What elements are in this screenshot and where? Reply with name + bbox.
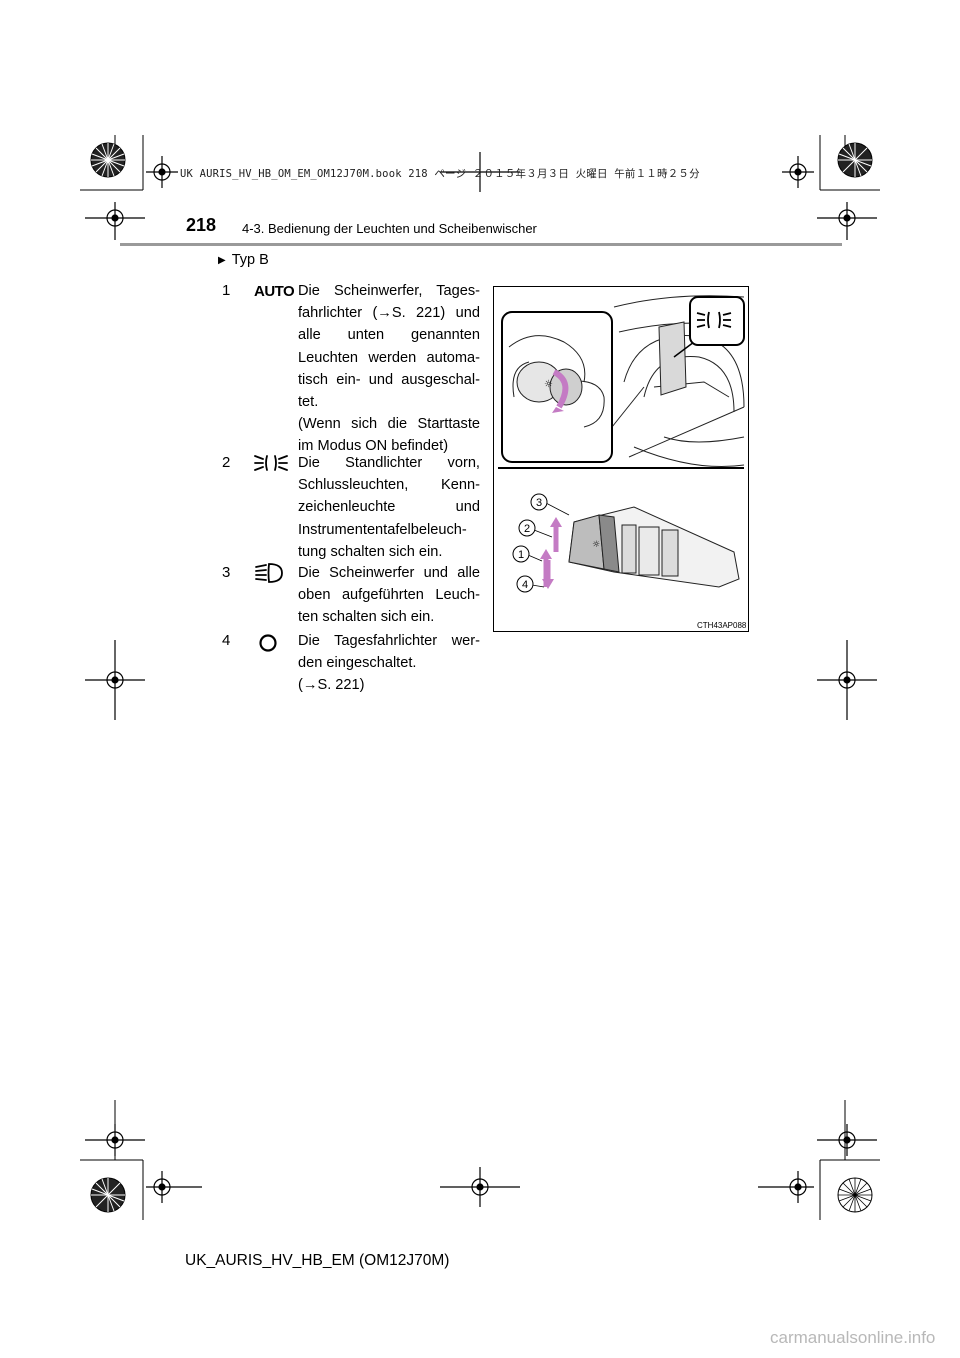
item-number-2: 2 (222, 454, 231, 471)
page-number: 218 (186, 215, 217, 235)
item-number-4: 4 (222, 632, 231, 649)
auto-text-icon: AUTO (254, 283, 295, 300)
item-number-3: 3 (222, 564, 231, 581)
item-description-3: Die Scheinwerfer und alle oben aufgeführ… (298, 565, 480, 626)
section-title: 4-3. Bedienung der Leuchten und Scheiben… (242, 221, 537, 236)
callout-2: 2 (524, 523, 530, 535)
type-heading: ▶ Typ B (218, 252, 269, 268)
callout-1: 1 (518, 549, 524, 561)
off-circle-icon (259, 634, 277, 652)
watermark: carmanualsonline.info (770, 1328, 936, 1347)
print-info: UK AURIS_HV_HB_OM_EM_OM12J70M.book 218 ペ… (180, 168, 700, 180)
callout-3: 3 (536, 497, 542, 509)
item-description-1: Die Scheinwerfer, Tages- fahrlichter (→S… (298, 283, 480, 455)
light-switch-illustration: ☼ ☼ 3 2 1 4 (493, 286, 749, 632)
headlight-icon (255, 563, 283, 583)
figure-caption: CTH43AP088 (697, 621, 747, 630)
side-lights-icon (254, 455, 288, 471)
callout-4: 4 (522, 579, 528, 591)
footer-code: UK_AURIS_HV_HB_EM (OM12J70M) (185, 1252, 450, 1269)
illustration-drawing: ☼ ☼ 3 2 1 4 (498, 295, 745, 593)
item-description-4: Die Tagesfahrlichter wer- den eingeschal… (298, 633, 480, 694)
item-number-1: 1 (222, 282, 231, 299)
item-description-2: Die Standlichter vorn, Schlussleuchten, … (298, 455, 480, 560)
svg-text:☼: ☼ (544, 379, 553, 390)
headlight-indicator-bubble (689, 296, 745, 346)
triangle-bullet-icon: ▶ (218, 255, 226, 266)
header-rule (120, 243, 842, 246)
svg-text:☼: ☼ (592, 540, 600, 550)
type-label: Typ B (231, 252, 269, 268)
